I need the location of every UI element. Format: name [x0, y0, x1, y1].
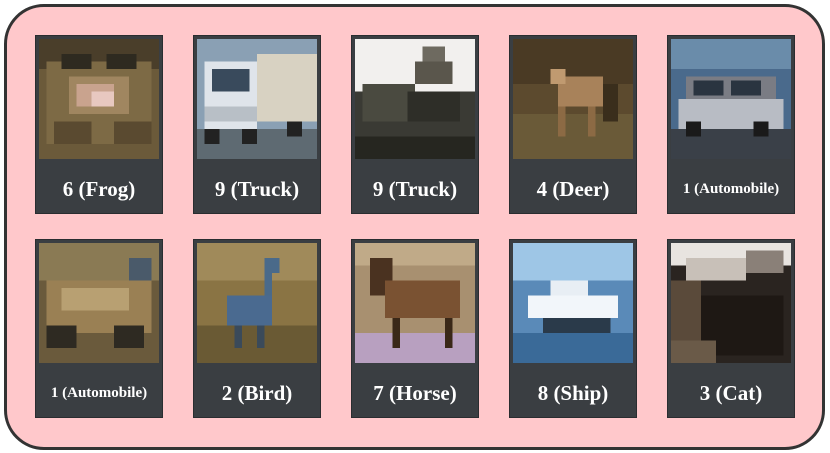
dump-truck-image	[355, 39, 475, 159]
grid-tile-horse: 7 (Horse)	[351, 239, 479, 418]
truck-image	[197, 39, 317, 159]
grid-tile-label: 3 (Cat)	[699, 380, 763, 405]
grid-tile-label: 2 (Bird)	[221, 380, 293, 405]
grid-tile-frog: 6 (Frog)	[35, 35, 163, 214]
grid-tile-car: 1 (Automobile)	[667, 35, 795, 214]
grid-tile-ship: 8 (Ship)	[509, 239, 637, 418]
grid-tile-label: 1 (Automobile)	[682, 180, 780, 197]
grid-tile-dump-truck: 9 (Truck)	[351, 35, 479, 214]
horse-image	[355, 243, 475, 363]
grid-tile-label: 9 (Truck)	[372, 176, 458, 201]
image-grid-panel: 6 (Frog) 9 (Truck)	[4, 4, 825, 450]
grid-tile-label: 9 (Truck)	[214, 176, 300, 201]
grid-tile-cat: 3 (Cat)	[667, 239, 795, 418]
car-image	[671, 39, 791, 159]
frog-image	[39, 39, 159, 159]
grid-tile-label: 4 (Deer)	[536, 176, 610, 201]
grid-tile-label: 7 (Horse)	[373, 380, 457, 405]
deer-image	[513, 39, 633, 159]
grid-tile-label: 8 (Ship)	[537, 380, 609, 405]
grid-tile-deer: 4 (Deer)	[509, 35, 637, 214]
grid-tile-label: 6 (Frog)	[62, 176, 136, 201]
grid-tile-truck: 9 (Truck)	[193, 35, 321, 214]
cat-image	[671, 243, 791, 363]
bird-image	[197, 243, 317, 363]
car-image	[39, 243, 159, 363]
grid-tile-car-2: 1 (Automobile)	[35, 239, 163, 418]
grid-tile-label: 1 (Automobile)	[50, 384, 148, 401]
grid-tile-bird: 2 (Bird)	[193, 239, 321, 418]
ship-image	[513, 243, 633, 363]
